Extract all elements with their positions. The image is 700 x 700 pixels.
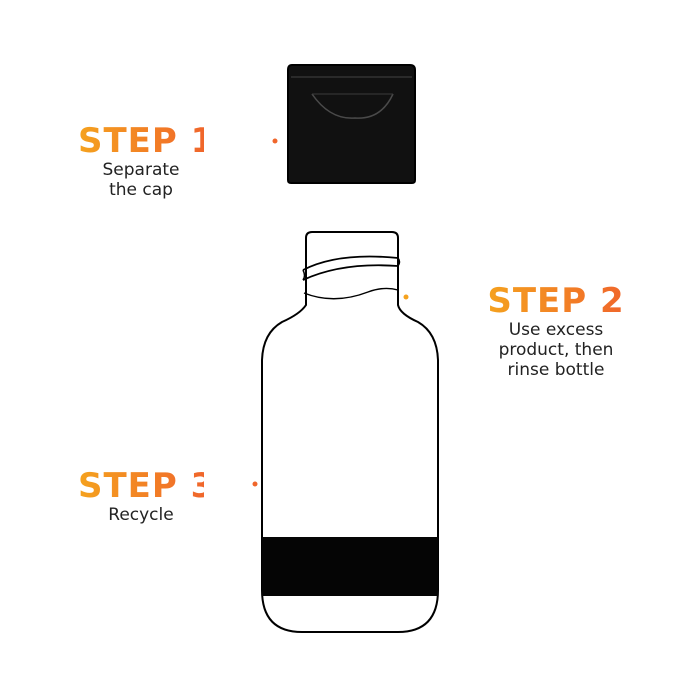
step-1: STEP 1 Separate the cap bbox=[78, 121, 216, 200]
step-3-title: STEP 3 bbox=[78, 466, 216, 506]
bottle-icon bbox=[261, 231, 439, 633]
step3-connector bbox=[204, 481, 258, 487]
step1-connector bbox=[204, 138, 278, 144]
step-1-title: STEP 1 bbox=[78, 121, 216, 161]
step-2: STEP 2 Use excess product, then rinse bo… bbox=[486, 282, 626, 380]
bottle-label-band bbox=[262, 537, 438, 596]
step-2-title: STEP 2 bbox=[487, 281, 625, 321]
step-2-text-line-3: rinse bottle bbox=[507, 360, 605, 380]
step2-connector bbox=[403, 294, 489, 300]
step-2-text-line-1: Use excess bbox=[508, 320, 604, 340]
step-3: STEP 3 Recycle bbox=[78, 466, 216, 525]
step-1-text-line-2: the cap bbox=[109, 180, 173, 200]
step-3-text-line-1: Recycle bbox=[108, 505, 174, 525]
step-1-text-line-1: Separate bbox=[102, 160, 180, 180]
step-2-text-line-2: product, then bbox=[498, 340, 614, 360]
bottle-cap-icon bbox=[287, 64, 416, 184]
